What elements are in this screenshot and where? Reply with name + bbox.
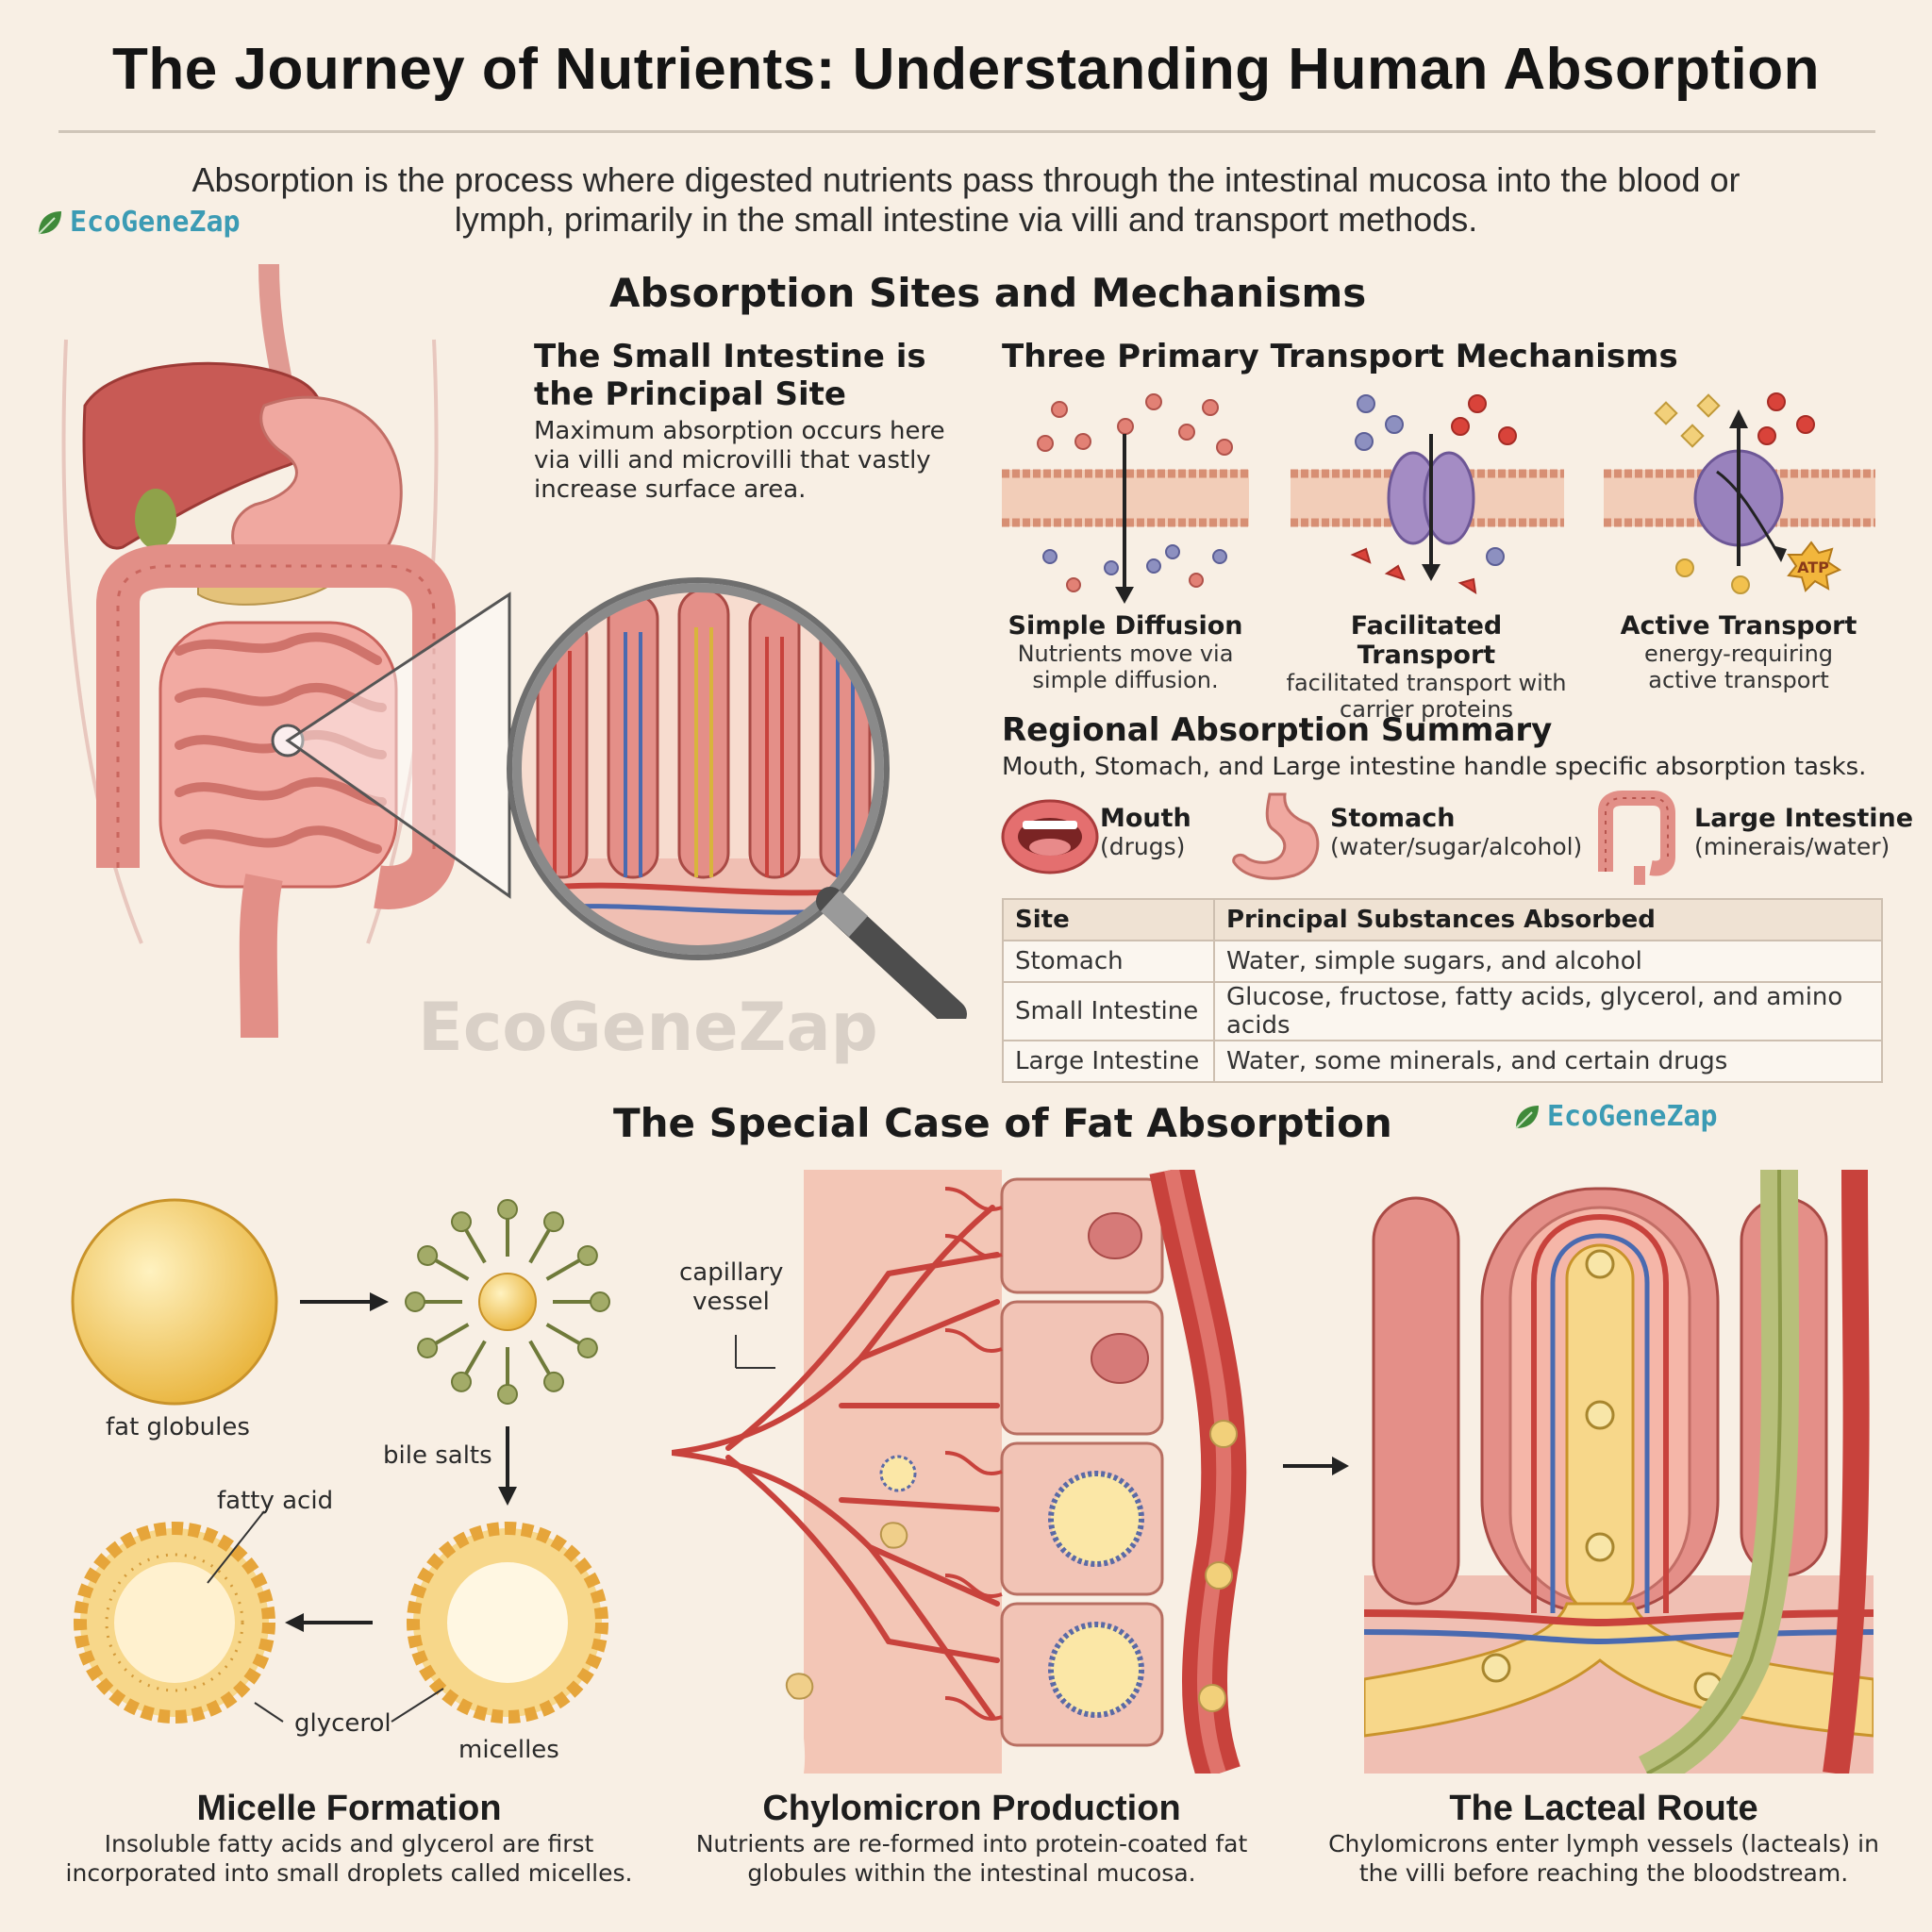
transport-mechanisms-heading: Three Primary Transport Mechanisms [1002,338,1678,375]
regional-summary-heading: Regional Absorption Summary [1002,711,1553,749]
label-glycerol: glycerol [294,1709,391,1738]
large-intestine-icon [1598,791,1675,885]
table-header-substances: Principal Substances Absorbed [1213,898,1883,941]
watermark: EcoGeneZap [418,989,878,1066]
mechanism-simple-diffusion: Simple Diffusion Nutrients move via simp… [998,611,1253,693]
principal-site-heading: The Small Intestine is the Principal Sit… [534,338,926,413]
organ-sub: (drugs) [1100,833,1186,860]
table-cell-site: Stomach [1002,940,1215,983]
leaf-icon [1515,1105,1539,1129]
lacteal-route-diagram [1364,1170,1874,1774]
principal-site-text: Maximum absorption occurs here via villi… [534,417,945,504]
mechanism-desc: energy-requiring active transport [1643,641,1834,693]
organ-name: Large Intestine [1694,804,1914,833]
label-fat-globules: fat globules [106,1413,250,1441]
organ-large-intestine: Large Intestine (minerais/water) [1694,804,1913,860]
brand-name: EcoGeneZap [70,206,241,239]
mechanism-title: Active Transport [1620,611,1857,641]
atp-label: ATP [1797,558,1829,576]
arrow-to-lacteal [1283,1457,1349,1475]
table-cell-site: Large Intestine [1002,1040,1215,1083]
caption-chylomicron-production: Chylomicron Production Nutrients are re-… [689,1789,1255,1888]
caption-title: The Lacteal Route [1449,1789,1758,1828]
transport-mechanisms-diagram: ATP [1002,392,1875,604]
brand-logo-bottom: EcoGeneZap [1513,1100,1718,1133]
table-row: Stomach Water, simple sugars, and alcoho… [1002,940,1883,983]
caption-text: Nutrients are re-formed into protein-coa… [695,1830,1248,1887]
organ-sub: (minerais/water) [1694,833,1890,860]
mechanism-title: Simple Diffusion [1008,611,1243,641]
caption-lacteal-route: The Lacteal Route Chylomicrons enter lym… [1321,1789,1887,1888]
table-cell-substances: Glucose, fructose, fatty acids, glycerol… [1213,981,1883,1041]
table-cell-substances: Water, simple sugars, and alcohol [1213,940,1883,983]
organ-sub: (water/sugar/alcohol) [1330,833,1583,860]
mouth-icon [1001,799,1099,874]
title-divider [58,130,1875,133]
organ-name: Stomach [1330,804,1456,833]
chylomicron-production-diagram [672,1170,1247,1774]
brand-logo-top: EcoGeneZap [36,206,241,239]
organ-name: Mouth [1100,804,1191,833]
section-heading-absorption-sites: Absorption Sites and Mechanisms [609,270,1367,316]
table-header-site: Site [1002,898,1215,941]
brand-name: EcoGeneZap [1547,1100,1718,1133]
mechanism-desc: facilitated transport with carrier prote… [1286,670,1567,723]
absorption-table: Site Principal Substances Absorbed Stoma… [1002,898,1883,1083]
label-capillary-vessel: capillary vessel [679,1258,784,1316]
table-cell-substances: Water, some minerals, and certain drugs [1213,1040,1883,1083]
mechanism-title: Facilitated Transport [1350,611,1503,670]
caption-title: Micelle Formation [196,1789,502,1828]
mechanism-desc: Nutrients move via simple diffusion. [1017,641,1234,693]
page-title: The Journey of Nutrients: Understanding … [112,37,1820,102]
caption-micelle-formation: Micelle Formation Insoluble fatty acids … [38,1789,660,1888]
leaf-icon [38,210,61,235]
table-header-row: Site Principal Substances Absorbed [1002,898,1883,941]
caption-text: Insoluble fatty acids and glycerol are f… [65,1830,633,1887]
villi-magnifier [507,577,967,1019]
table-row: Large Intestine Water, some minerals, an… [1002,1040,1883,1083]
table-cell-site: Small Intestine [1002,981,1215,1041]
mechanism-facilitated-transport: Facilitated Transport facilitated transp… [1285,611,1568,723]
label-fatty-acid: fatty acid [217,1487,334,1515]
organ-stomach: Stomach (water/sugar/alcohol) [1330,804,1582,860]
section-heading-fat-absorption: The Special Case of Fat Absorption [613,1100,1392,1146]
regional-summary-text: Mouth, Stomach, and Large intestine hand… [1002,753,1867,781]
label-micelles: micelles [458,1736,559,1764]
intro-text: Absorption is the process where digested… [192,160,1740,239]
table-row: Small Intestine Glucose, fructose, fatty… [1002,981,1883,1041]
caption-text: Chylomicrons enter lymph vessels (lactea… [1328,1830,1879,1887]
micelle-formation-diagram [71,1198,610,1724]
label-bile-salts: bile salts [383,1441,492,1470]
mechanism-active-transport: Active Transport energy-requiring active… [1615,611,1862,693]
stomach-icon [1232,792,1320,880]
caption-title: Chylomicron Production [762,1789,1181,1828]
organ-mouth: Mouth (drugs) [1100,804,1191,860]
